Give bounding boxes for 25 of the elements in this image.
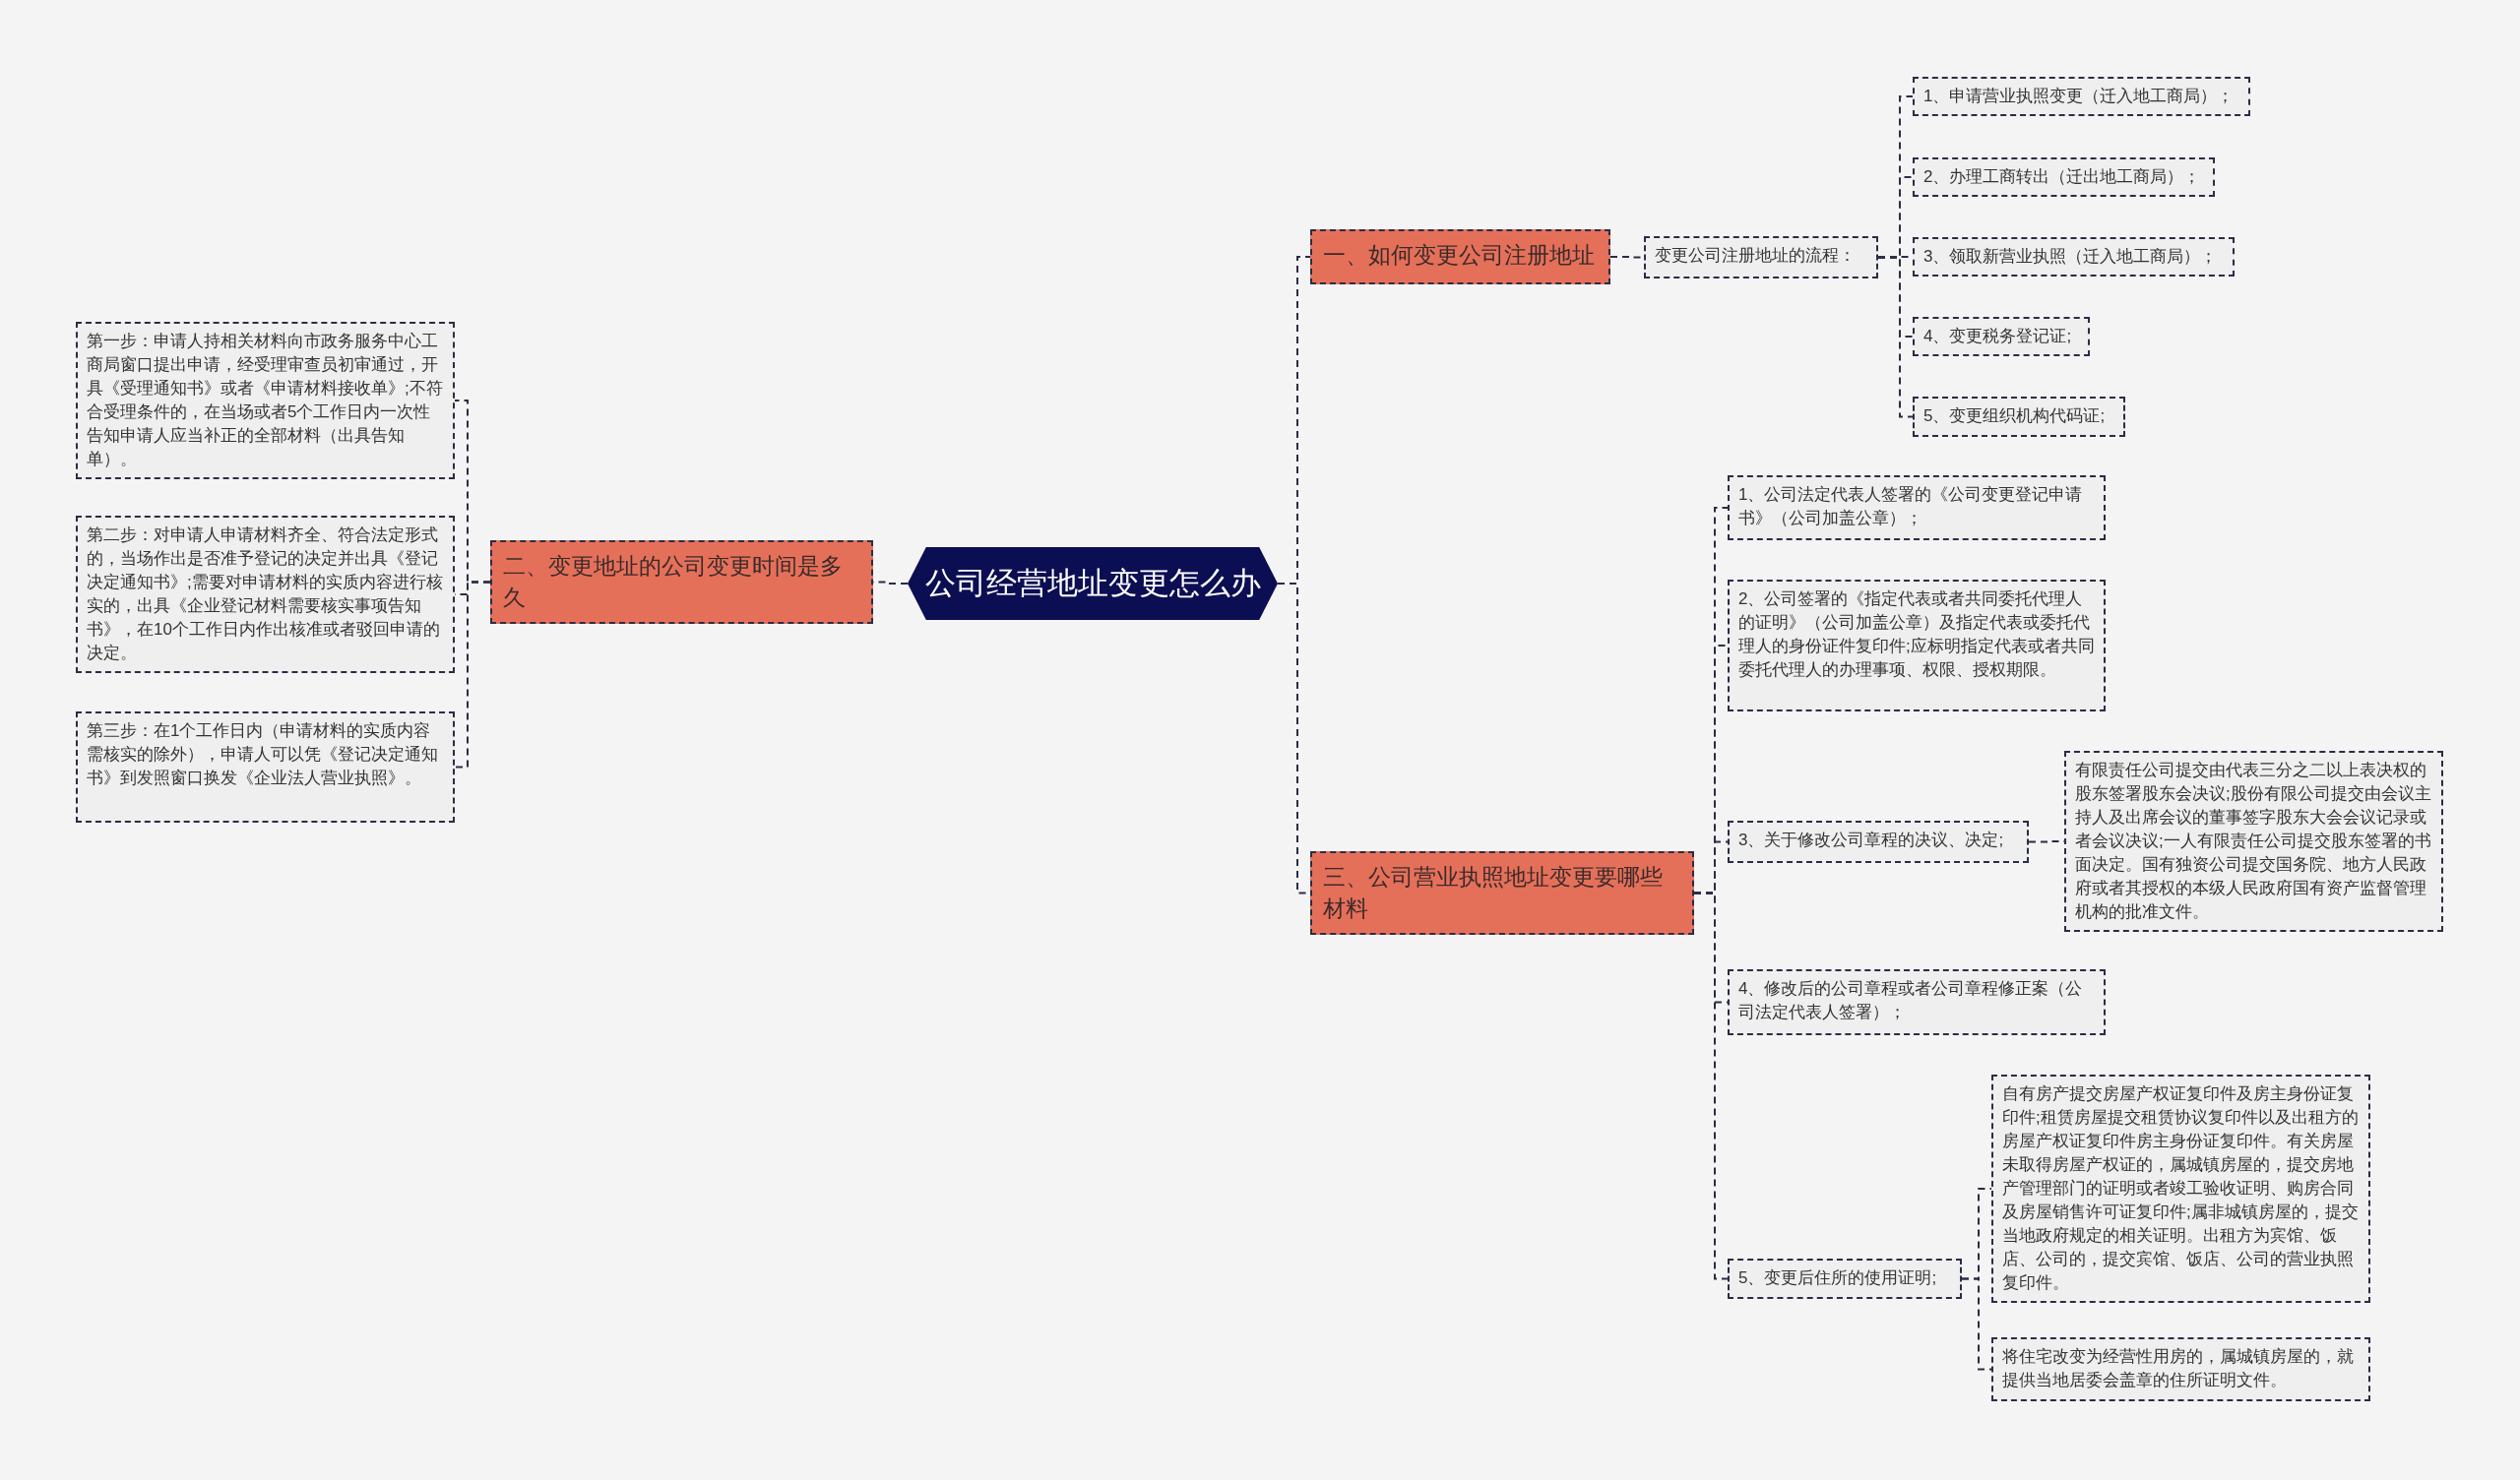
note-box: 第一步：申请人持相关材料向市政务服务中心工商局窗口提出申请，经受理审查员初审通过，开具《受理通知书》或者《申请材料接收单》;不符合受理条件的，在当场或者5个工作日内一次性告知申请人应当补正的全部材料（出具告知单）。 — [76, 322, 455, 479]
note-box: 3、领取新营业执照（迁入地工商局）； — [1913, 237, 2235, 277]
note-box: 4、变更税务登记证; — [1913, 317, 2090, 356]
topic-box: 三、公司营业执照地址变更要哪些材料 — [1310, 851, 1694, 935]
connector — [1877, 256, 1914, 418]
note-box: 有限责任公司提交由代表三分之二以上表决权的股东签署股东会决议;股份有限公司提交由会议主持人及出席会议的董事签字股东大会会议记录或者会议决议;一人有限责任公司提交股东签署的书面决定。国有独资公司提交国务院、地方人民政府或者其授权的本级人民政府国有资产监督管理机构的批准文件。 — [2064, 751, 2443, 932]
note-box: 第二步：对申请人申请材料齐全、符合法定形式的，当场作出是否准予登记的决定并出具《登记决定通知书》;需要对申请材料的实质内容进行核实的，出具《企业登记材料需要核实事项告知书》，在10个工作日内作出核准或者驳回申请的决定。 — [76, 516, 455, 673]
connector — [1961, 1277, 1992, 1371]
note-box: 1、申请营业执照变更（迁入地工商局）； — [1913, 77, 2250, 116]
topic-box: 一、如何变更公司注册地址 — [1310, 229, 1610, 284]
note-box: 变更公司注册地址的流程： — [1644, 236, 1878, 278]
note-box: 4、修改后的公司章程或者公司章程修正案（公司法定代表人签署）； — [1728, 969, 2106, 1035]
note-box: 5、变更后住所的使用证明; — [1728, 1259, 1962, 1299]
note-box: 将住宅改变为经营性用房的，属城镇房屋的，就提供当地居委会盖章的住所证明文件。 — [1991, 1337, 2370, 1401]
connector — [1693, 892, 1729, 1280]
note-box: 自有房产提交房屋产权证复印件及房主身份证复印件;租赁房屋提交租赁协议复印件以及出租方的房屋产权证复印件房主身份证复印件。有关房屋未取得房屋产权证的，属城镇房屋的，提交房地产管理部门的证明或者竣工验收证明、购房合同及房屋销售许可证复印件;属非城镇房屋的，提交当地政府规定的相关证明。出租方为宾馆、饭店、公司的，提交宾馆、饭店、公司的营业执照复印件。 — [1991, 1075, 2370, 1303]
note-box: 2、办理工商转出（迁出地工商局）； — [1913, 157, 2215, 197]
central-topic: 公司经营地址变更怎么办 — [908, 547, 1278, 620]
note-box: 1、公司法定代表人签署的《公司变更登记申请书》（公司加盖公章）； — [1728, 475, 2106, 540]
note-box: 第三步：在1个工作日内（申请材料的实质内容需核实的除外），申请人可以凭《登记决定通知书》到发照窗口换发《企业法人营业执照》。 — [76, 711, 455, 823]
connector — [454, 581, 491, 769]
note-box: 2、公司签署的《指定代表或者共同委托代理人的证明》（公司加盖公章）及指定代表或委托代理人的身份证件复印件;应标明指定代表或者共同委托代理人的办理事项、权限、授权期限。 — [1728, 580, 2106, 711]
note-box: 3、关于修改公司章程的决议、决定; — [1728, 821, 2029, 863]
note-box: 5、变更组织机构代码证; — [1913, 397, 2125, 437]
topic-box: 二、变更地址的公司变更时间是多久 — [490, 540, 873, 624]
